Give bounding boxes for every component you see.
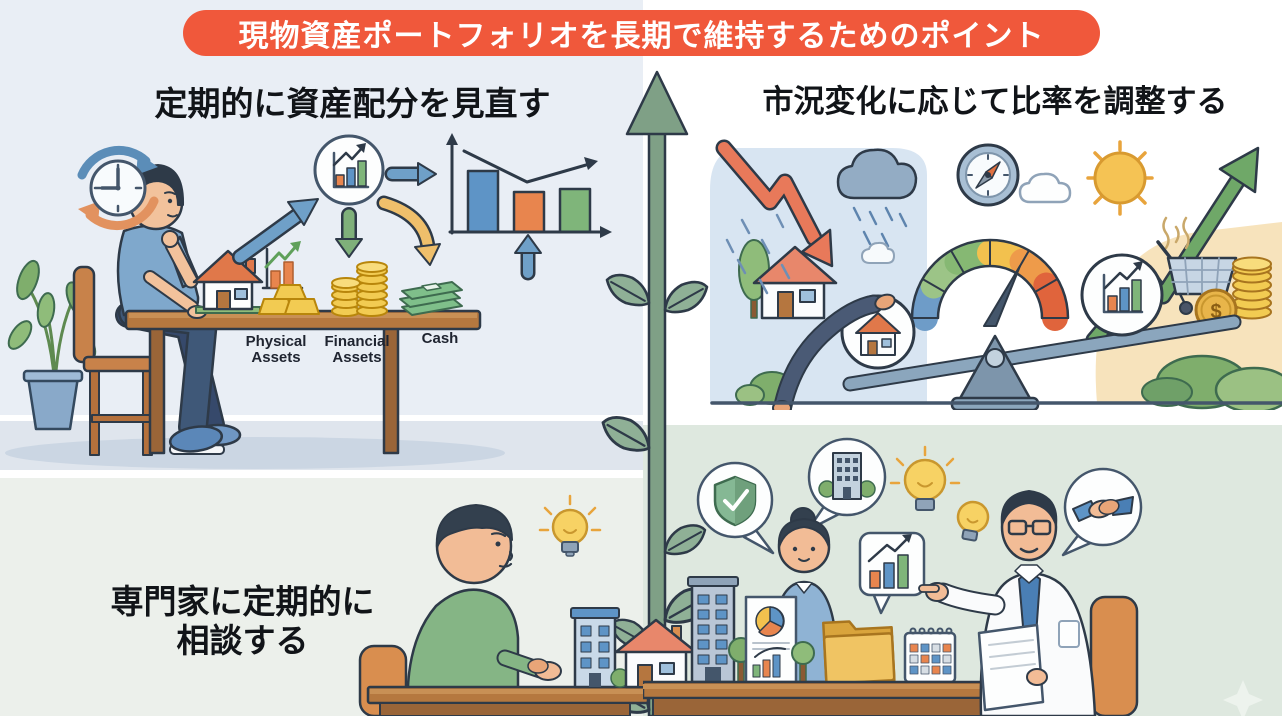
coin-stacks-icon xyxy=(331,261,388,317)
title-banner: 現物資産ポートフォリオを長期で維持するためのポイント xyxy=(183,10,1100,56)
chair xyxy=(72,265,158,456)
financial-assets-label: Financial Assets xyxy=(324,333,390,367)
leaf-icon xyxy=(605,273,651,307)
blue-right-arrow-icon xyxy=(384,162,437,186)
table xyxy=(124,309,482,455)
growth-arrow-icon xyxy=(599,70,715,716)
physical-assets-label: Physical Assets xyxy=(245,333,307,367)
pointing-finger xyxy=(918,584,940,593)
consult-heading: 専門家に定期的に 相談する xyxy=(85,583,400,661)
mini-growth-chart-icon xyxy=(261,241,304,290)
pie-chart-document-icon xyxy=(744,595,798,684)
cloud-icon xyxy=(1018,172,1072,204)
advisor-chair xyxy=(1089,595,1139,716)
dollar-sign-label: $ xyxy=(1210,301,1221,323)
adjust-scene-illustration: $ xyxy=(710,139,1282,410)
review-heading: 定期的に資産配分を見直す xyxy=(154,85,551,122)
gold-bars-icon xyxy=(258,284,320,315)
compass-icon xyxy=(956,143,1020,207)
green-flow-arrow-icon xyxy=(335,207,363,258)
orange-flow-arrow-icon xyxy=(376,195,441,266)
bar-chart-icon xyxy=(446,133,612,238)
portfolio-chart-circle-icon xyxy=(313,134,385,206)
shield-check-bubble-icon xyxy=(696,461,775,555)
consult-scene-right-illustration xyxy=(643,437,1263,716)
rain-lines xyxy=(725,213,791,295)
rain-cloud-icon xyxy=(836,148,918,248)
leaf-icon xyxy=(663,280,709,314)
adjust-heading: 市況変化に応じて比率を調整する xyxy=(762,84,1228,119)
arrow-head xyxy=(625,70,689,136)
cash-stack-icon xyxy=(399,281,463,316)
small-cloud-icon xyxy=(861,241,895,264)
bar-chart-bubble-icon xyxy=(858,531,926,615)
lightbulb-icon xyxy=(956,500,990,542)
table xyxy=(366,685,650,716)
advisor-icon xyxy=(918,490,1097,716)
consult-scene-left-illustration xyxy=(358,494,698,716)
coin-stack-icon xyxy=(1232,256,1272,320)
falling-market-arrow-icon xyxy=(715,139,834,268)
consult-heading-line1: 専門家に定期的に xyxy=(110,583,375,620)
sun-icon xyxy=(1086,140,1154,216)
calendar-icon xyxy=(903,627,957,684)
house-model-icon xyxy=(192,249,264,314)
title-banner-label: 現物資産ポートフォリオを長期で維持するためのポイント xyxy=(238,20,1045,53)
building-model-icon xyxy=(687,576,739,684)
sparkle xyxy=(1223,680,1263,716)
table xyxy=(643,680,1045,716)
building-model-icon xyxy=(570,607,620,689)
balance-seesaw-icon xyxy=(842,314,1242,410)
client-man-icon xyxy=(406,504,562,716)
folder-icon xyxy=(822,620,896,685)
steam-lines xyxy=(1162,216,1190,250)
cash-label: Cash xyxy=(421,330,459,347)
refresh-clock-icon xyxy=(77,145,159,231)
blue-flow-arrow-icon xyxy=(232,198,319,265)
building-bubble-icon xyxy=(806,437,887,532)
consult-heading-line2: 相談する xyxy=(176,621,309,659)
bushes xyxy=(1141,354,1282,410)
risk-gauge-icon xyxy=(910,238,1070,331)
floor-shadow xyxy=(5,437,505,469)
chart-bubble-icon xyxy=(1080,253,1164,337)
up-arrow-icon xyxy=(514,234,542,281)
handshake-bubble-icon xyxy=(1061,467,1143,557)
review-scene-illustration xyxy=(0,133,643,470)
house-icon xyxy=(752,245,838,320)
lightbulb-icon xyxy=(538,494,602,557)
lightbulb-icon xyxy=(889,445,961,511)
tree-icon xyxy=(791,641,815,683)
hand-icon xyxy=(772,293,896,410)
